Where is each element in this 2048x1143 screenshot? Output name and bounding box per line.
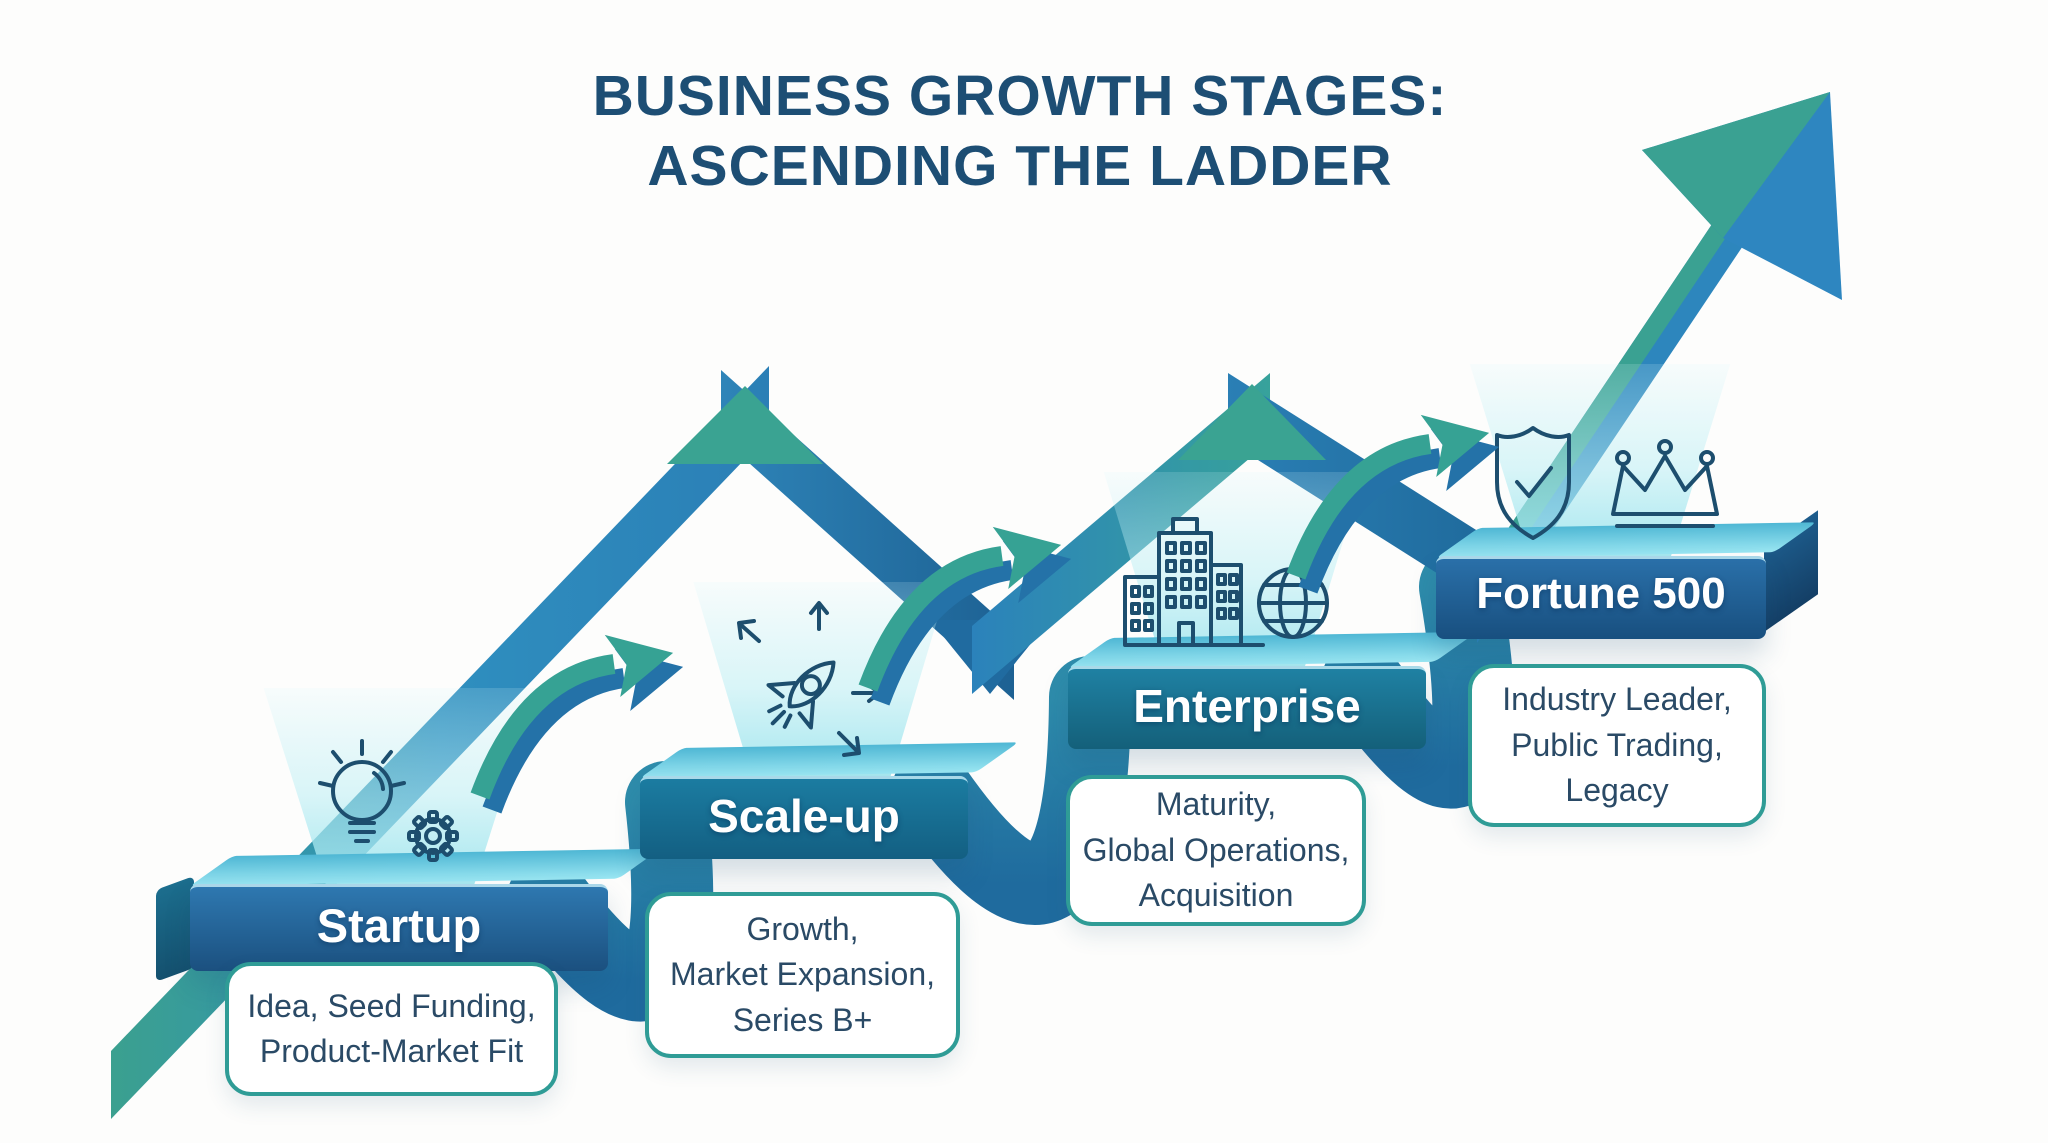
desc-line: Market Expansion,	[669, 956, 935, 993]
page-title: BUSINESS GROWTH STAGES: ASCENDING THE LA…	[420, 62, 1620, 201]
stage-label-scaleup: Scale-up	[708, 790, 900, 842]
desc-line: Public Trading,	[1511, 726, 1723, 763]
shield-check-icon	[1495, 426, 1571, 540]
building-icon	[1123, 517, 1265, 647]
desc-line: Maturity,	[1155, 786, 1277, 823]
ribbon-peak-cap-1	[667, 386, 823, 464]
crown-icon	[1611, 439, 1719, 528]
startup-icons	[318, 739, 459, 862]
platform-scaleup	[640, 776, 968, 859]
desc-line: Global Operations,	[1082, 831, 1350, 868]
gear-icon	[407, 810, 459, 862]
growth-arrowhead-teal-half	[1642, 92, 1830, 238]
lightbulb-icon	[318, 739, 406, 843]
desc-line: Product-Market Fit	[259, 1033, 524, 1069]
desc-line: Industry Leader,	[1502, 681, 1732, 718]
curved-arrow-3	[1286, 414, 1500, 594]
desc-line: Idea, Seed Funding,	[247, 987, 536, 1024]
desc-box-scaleup: Growth, Market Expansion, Series B+	[645, 892, 960, 1058]
enterprise-icons	[1123, 517, 1329, 647]
desc-line: Acquisition	[1138, 877, 1294, 914]
stage-label-fortune500: Fortune 500	[1476, 569, 1726, 618]
stage-label-enterprise: Enterprise	[1133, 680, 1361, 732]
curved-arrow-1	[470, 634, 684, 814]
desc-box-startup: Idea, Seed Funding, Product-Market Fit	[225, 962, 558, 1096]
platform-enterprise	[1068, 666, 1426, 749]
platform-startup	[190, 884, 608, 971]
fortune500-icons	[1495, 426, 1719, 540]
stage-label-startup: Startup	[316, 899, 482, 952]
rocket-icon	[766, 660, 836, 730]
desc-line: Growth,	[746, 910, 859, 947]
page-title-line1: BUSINESS GROWTH STAGES:	[592, 64, 1448, 128]
desc-line: Series B+	[732, 1001, 873, 1038]
ribbon-peak-cap-2	[1178, 384, 1326, 460]
curved-arrow-2	[858, 526, 1072, 706]
platform-fortune500	[1436, 556, 1766, 639]
step-connector-2	[891, 656, 1131, 925]
desc-box-fortune500: Industry Leader, Public Trading, Legacy	[1468, 664, 1766, 827]
desc-line: Legacy	[1565, 772, 1669, 809]
desc-box-enterprise: Maturity, Global Operations, Acquisition	[1066, 775, 1366, 926]
page-title-line2: ASCENDING THE LADDER	[647, 133, 1393, 198]
